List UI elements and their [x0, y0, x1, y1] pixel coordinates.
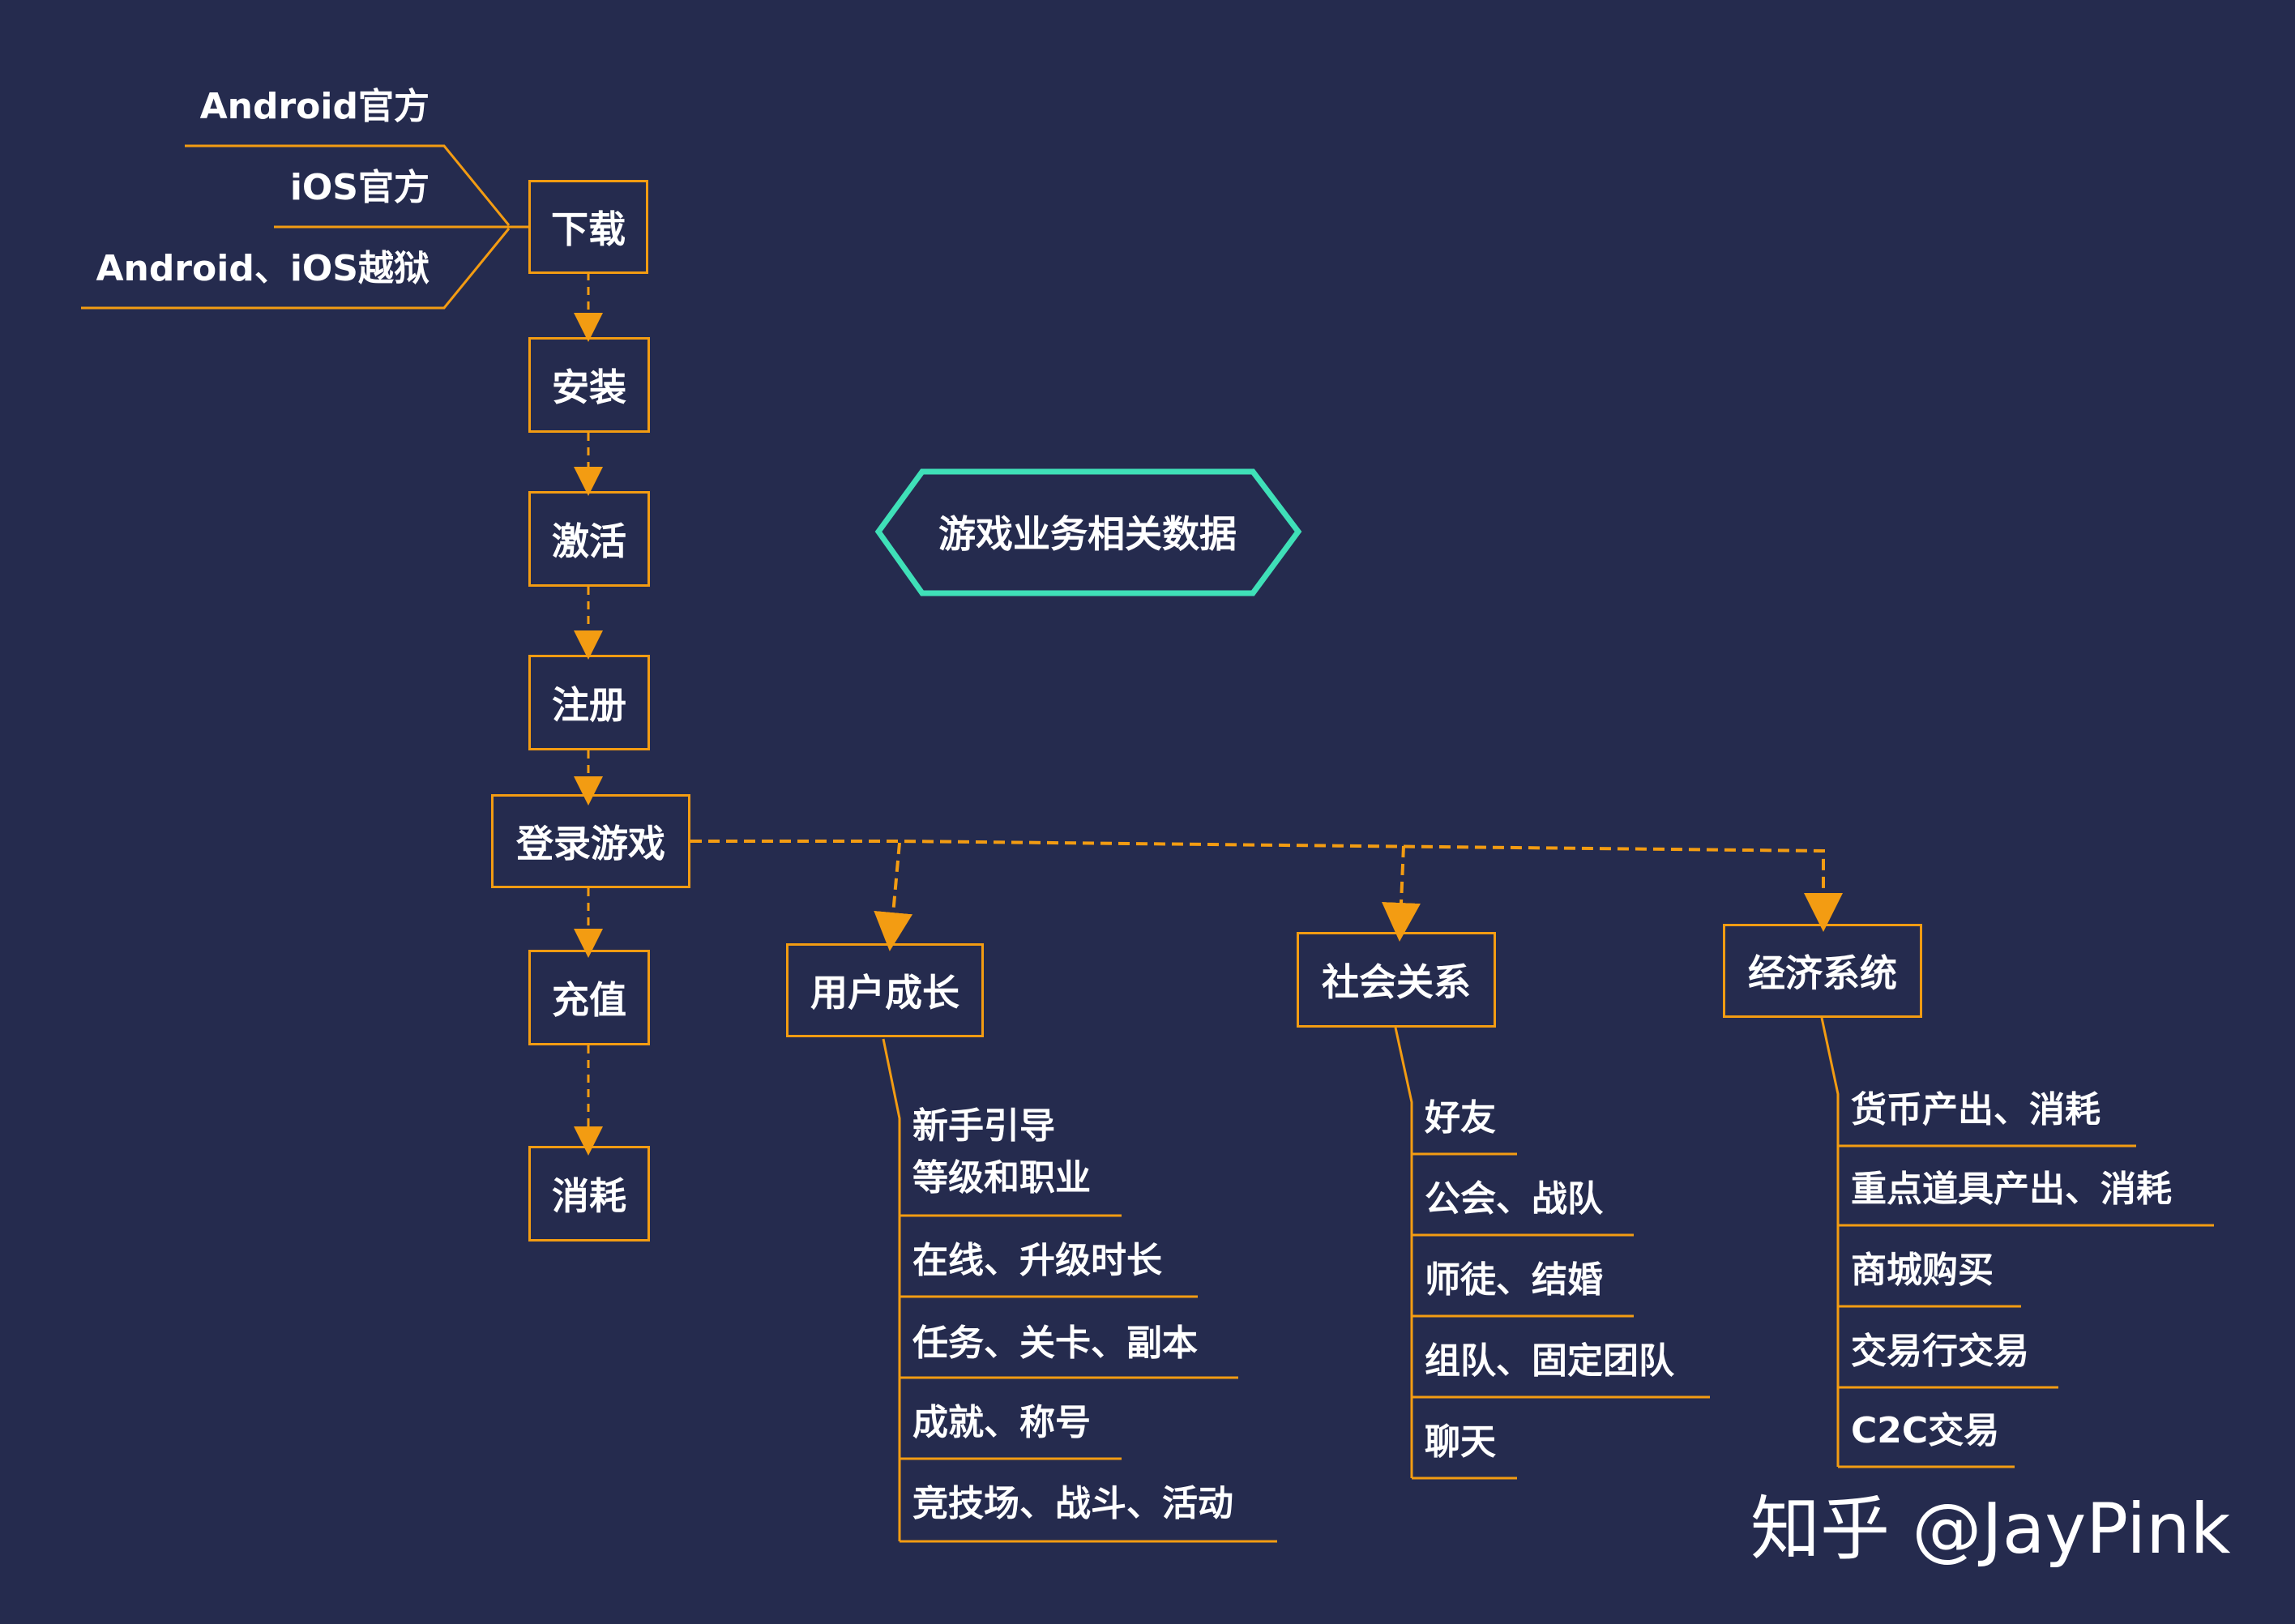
channel-ios-official: iOS官方	[289, 167, 430, 208]
category-social-box: 社会关系	[1297, 932, 1496, 1028]
category-user-growth-box: 用户成长	[786, 943, 984, 1037]
flow-login-box: 登录游戏	[491, 794, 690, 888]
economy-item: 货币产出、消耗	[1851, 1089, 2101, 1130]
category-economy-box: 经济系统	[1723, 924, 1922, 1018]
flow-install-box: 安装	[528, 337, 650, 433]
social-item: 公会、战队	[1425, 1178, 1603, 1220]
economy-item: 交易行交易	[1851, 1331, 2029, 1372]
economy-item: 商城购买	[1851, 1250, 1994, 1291]
flow-recharge-box: 充值	[528, 950, 650, 1045]
social-item: 师徒、结婚	[1425, 1259, 1603, 1301]
user-growth-item: 任务、关卡、副本	[912, 1323, 1198, 1364]
social-item: 好友	[1425, 1097, 1496, 1139]
social-item: 组队、固定团队	[1425, 1340, 1674, 1382]
channel-jailbreak: Android、iOS越狱	[96, 248, 430, 289]
user-growth-item: 成就、称号	[912, 1402, 1091, 1443]
title-hexagon	[874, 468, 1302, 596]
economy-item: 重点道具产出、消耗	[1851, 1169, 2172, 1210]
flow-register-box: 注册	[528, 655, 650, 750]
watermark: 知乎 @JayPink	[1750, 1489, 2231, 1570]
diagram-title: 游戏业务相关数据	[938, 512, 1237, 556]
flow-download-box: 下载	[528, 180, 648, 274]
economy-item: C2C交易	[1851, 1410, 2000, 1451]
flow-activate-box: 激活	[528, 491, 650, 587]
user-growth-item: 新手引导 等级和职业	[912, 1105, 1091, 1199]
social-item: 聊天	[1425, 1421, 1496, 1463]
channel-android-official: Android官方	[199, 86, 430, 127]
flow-consume-box: 消耗	[528, 1146, 650, 1242]
user-growth-item: 竞技场、战斗、活动	[912, 1483, 1233, 1524]
user-growth-item: 在线、升级时长	[912, 1240, 1162, 1281]
